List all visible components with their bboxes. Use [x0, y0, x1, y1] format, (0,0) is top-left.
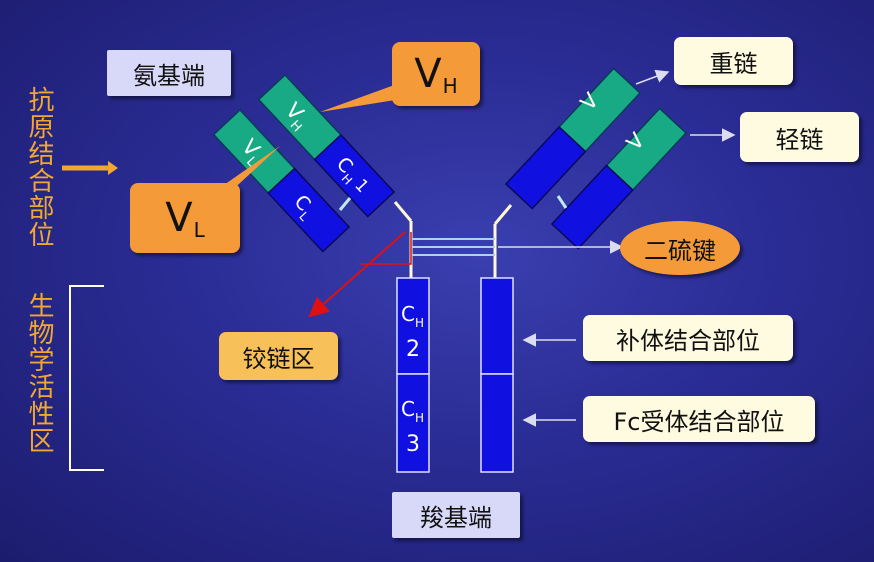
right-heavy-hinge-link: [493, 204, 513, 225]
antigen-binding-site-label: 抗原结合部位: [24, 86, 54, 248]
heavy-chain-label: 重链: [674, 37, 793, 85]
vl-callout-main: V: [165, 195, 193, 241]
right-chain-link: [556, 195, 568, 209]
right-cl-domain: [550, 164, 634, 250]
vh-callout-sub: H: [442, 74, 458, 98]
hinge-region-label: 铰链区: [219, 332, 338, 380]
ch3-domain-right: [480, 373, 514, 473]
left-ch1-domain: [313, 133, 396, 218]
ch3-sub: H: [415, 411, 424, 425]
light-chain-label: 轻链: [740, 112, 859, 162]
left-heavy-chain: V H C H 1: [257, 73, 396, 218]
antigen-site-arrowhead: [108, 161, 118, 175]
ch2-domain-right: [480, 277, 514, 375]
vh-callout-main: V: [414, 51, 442, 97]
carboxyl-end-label: 羧基端: [392, 492, 520, 538]
left-cl-domain: [267, 167, 351, 253]
fc-receptor-binding-label: Fc受体结合部位: [583, 396, 815, 442]
hinge-arrow-line: [308, 231, 406, 318]
right-ch1-domain: [504, 125, 587, 210]
ch3-domain-left: [396, 373, 430, 473]
vh-callout-pointer: [320, 80, 408, 112]
amino-end-label: 氨基端: [107, 50, 231, 96]
ch3-num: 3: [406, 432, 420, 457]
vl-callout-sub: L: [193, 218, 205, 242]
ch2-sub: H: [415, 316, 424, 330]
left-chain-link: [338, 197, 352, 211]
heavy-chain-arrow: [635, 69, 670, 85]
ch2-label: C: [401, 302, 415, 326]
ch2-domain-left: [396, 277, 430, 375]
hinge-arrow-bracket: [360, 232, 412, 265]
disulfide-bond-label: 二硫键: [620, 221, 740, 275]
left-light-chain: V L C L: [212, 108, 351, 253]
complement-binding-label: 补体结合部位: [583, 315, 793, 361]
bio-activity-region-label: 生物学活性区: [24, 292, 54, 454]
ch3-label: C: [401, 397, 415, 421]
bio-activity-bracket: [69, 285, 104, 471]
ch2-num: 2: [406, 337, 420, 362]
left-heavy-hinge-link: [393, 201, 413, 222]
right-light-chain: V: [550, 107, 688, 250]
